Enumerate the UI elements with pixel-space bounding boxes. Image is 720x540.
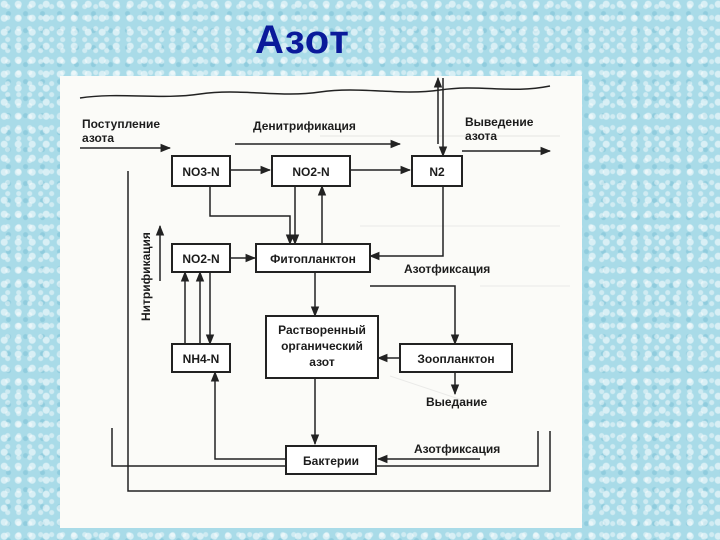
box-zooplankton-label: Зоопланктон [417, 352, 494, 366]
edge-bacteria-nh4 [210, 370, 285, 460]
slide-title: Азот [255, 18, 350, 62]
outer-loop [127, 171, 551, 492]
box-n2: N2 [411, 155, 463, 187]
label-output-line2: азота [465, 129, 497, 143]
box-dissolved-line1: Растворенный [278, 323, 366, 337]
scan-background [320, 135, 570, 407]
water-surface-line [79, 85, 551, 99]
box-bacteria: Бактерии [285, 445, 377, 475]
box-phytoplankton-label: Фитопланктон [270, 252, 356, 266]
edge-no3-phyto [209, 186, 295, 246]
label-nitrogen-fixation-2: Азотфиксация [414, 442, 500, 456]
box-dissolved-line2: органический [281, 339, 363, 353]
edge-n2-phyto [368, 186, 444, 261]
label-nitrogen-fixation-1: Азотфиксация [404, 262, 490, 276]
label-grazing: Выедание [426, 395, 488, 409]
diagram-canvas: NO3-N NO2-N N2 NO2-N Фитопланктон Раство… [79, 76, 570, 492]
edge-phyto-zoo [370, 285, 460, 346]
box-bacteria-label: Бактерии [303, 454, 359, 468]
box-no2n-top: NO2-N [271, 155, 351, 187]
label-output-line1: Выведение [465, 115, 534, 129]
nitrogen-cycle-diagram: NO3-N NO2-N N2 NO2-N Фитопланктон Раство… [60, 76, 582, 528]
box-nh4n-label: NH4-N [183, 352, 220, 366]
label-nitrification: Нитрификация [139, 232, 153, 321]
box-no2n-mid: NO2-N [171, 243, 231, 273]
box-nh4n: NH4-N [171, 343, 231, 373]
box-no3n: NO3-N [171, 155, 231, 187]
label-denitrification: Денитрификация [253, 119, 356, 133]
box-phytoplankton: Фитопланктон [255, 243, 371, 273]
label-input-line2: азота [82, 131, 114, 145]
box-zooplankton: Зоопланктон [399, 343, 513, 373]
box-no3n-label: NO3-N [182, 165, 219, 179]
box-dissolved-organic-nitrogen: Растворенный органический азот [265, 315, 379, 379]
box-n2-label: N2 [429, 165, 445, 179]
box-no2n-mid-label: NO2-N [182, 252, 219, 266]
box-dissolved-line3: азот [309, 355, 335, 369]
label-input-line1: Поступление [82, 117, 160, 131]
box-no2n-top-label: NO2-N [292, 165, 329, 179]
